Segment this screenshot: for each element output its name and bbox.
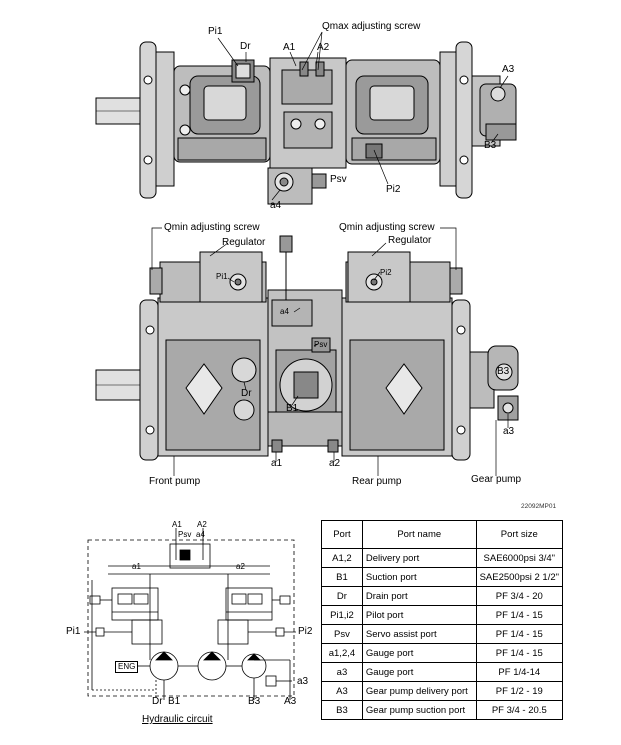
label-top-a4: a4 (270, 200, 282, 211)
label-circuit-a4: a4 (196, 530, 205, 539)
cell-port-size: PF 3/4 - 20 (475, 586, 564, 606)
cell-port-size: PF 1/4-14 (475, 662, 564, 682)
label-qmin-right: Qmin adjusting screw (339, 222, 435, 233)
figure-code: 22092MP01 (521, 503, 557, 510)
cell-port-name: Suction port (361, 567, 477, 587)
label-circuit-b3: B3 (248, 696, 261, 707)
top-view-pump (95, 41, 517, 205)
label-circuit-psv: Psv (178, 530, 192, 539)
cell-port: a3 (321, 662, 363, 682)
label-front-pi2: Pi2 (380, 268, 392, 277)
label-circuit-dr: Dr (152, 696, 163, 707)
table-row: a1,2,4 Gauge port PF 1/4 - 15 (321, 643, 564, 663)
label-circuit-pi2: Pi2 (298, 626, 313, 637)
cell-port-name: Gauge port (361, 643, 477, 663)
label-top-a1: A1 (283, 42, 296, 53)
label-circuit-b1: B1 (168, 696, 181, 707)
label-top-a3: A3 (502, 64, 515, 75)
label-regulator-right: Regulator (388, 235, 432, 246)
label-top-qmax: Qmax adjusting screw (322, 21, 421, 32)
cell-port-size: SAE6000psi 3/4" (475, 548, 564, 568)
hydraulic-circuit-schematic (84, 528, 296, 700)
label-front-pump: Front pump (149, 476, 201, 487)
cell-port-name: Pilot port (361, 605, 477, 625)
header-port-size: Port size (475, 520, 564, 549)
cell-port: Dr (321, 586, 363, 606)
label-circuit-pi1: Pi1 (66, 626, 81, 637)
label-circuit-eng: ENG (115, 661, 139, 673)
table-row: B1 Suction port SAE2500psi 2 1/2" (321, 567, 564, 587)
table-row: A3 Gear pump delivery port PF 1/2 - 19 (321, 681, 564, 701)
cell-port-name: Servo assist port (361, 624, 477, 644)
label-circuit-a1: A1 (172, 520, 182, 529)
cell-port-size: PF 1/4 - 15 (475, 605, 564, 625)
header-port: Port (321, 520, 363, 549)
cell-port: Psv (321, 624, 363, 644)
cell-port: Pi1,i2 (321, 605, 363, 625)
cell-port-name: Gear pump suction port (361, 700, 477, 720)
table-row: B3 Gear pump suction port PF 3/4 - 20.5 (321, 700, 564, 720)
cell-port-name: Gear pump delivery port (361, 681, 477, 701)
table-row: A1,2 Delivery port SAE6000psi 3/4" (321, 548, 564, 568)
label-qmin-left: Qmin adjusting screw (164, 222, 260, 233)
cell-port-name: Drain port (361, 586, 477, 606)
cell-port-size: PF 1/2 - 19 (475, 681, 564, 701)
label-gear-pump: Gear pump (471, 474, 522, 485)
label-top-a2: A2 (317, 42, 330, 53)
port-table: Port Port name Port size A1,2 Delivery p… (321, 520, 564, 720)
label-front-a3: a3 (503, 426, 515, 437)
label-circuit-a2-small: a2 (236, 562, 245, 571)
table-row: Dr Drain port PF 3/4 - 20 (321, 586, 564, 606)
front-view-leaders (151, 227, 509, 476)
header-port-name: Port name (361, 520, 477, 549)
cell-port-size: PF 1/4 - 15 (475, 643, 564, 663)
label-front-dr: Dr (241, 388, 252, 399)
cell-port: A1,2 (321, 548, 363, 568)
label-regulator-left: Regulator (222, 237, 266, 248)
cell-port-name: Gauge port (361, 662, 477, 682)
label-rear-pump: Rear pump (352, 476, 402, 487)
label-front-psv: Psv (314, 340, 328, 349)
label-top-pi2: Pi2 (386, 184, 401, 195)
label-top-psv: Psv (330, 174, 347, 185)
cell-port-size: PF 3/4 - 20.5 (475, 700, 564, 720)
label-front-a4: a4 (280, 307, 289, 316)
label-front-a1: a1 (271, 458, 283, 469)
cell-port: a1,2,4 (321, 643, 363, 663)
cell-port: B3 (321, 700, 363, 720)
label-circuit-a3-cap: A3 (284, 696, 297, 707)
table-header-row: Port Port name Port size (321, 520, 564, 549)
label-circuit-a1-small: a1 (132, 562, 141, 571)
label-circuit-a2: A2 (197, 520, 207, 529)
table-row: Psv Servo assist port PF 1/4 - 15 (321, 624, 564, 644)
label-front-pi1: Pi1 (216, 272, 228, 281)
circuit-title: Hydraulic circuit (142, 714, 213, 725)
cell-port-size: PF 1/4 - 15 (475, 624, 564, 644)
top-view-leaders (217, 31, 509, 201)
table-row: a3 Gauge port PF 1/4-14 (321, 662, 564, 682)
label-top-pi1: Pi1 (208, 26, 223, 37)
label-front-b3: B3 (497, 366, 510, 377)
cell-port-size: SAE2500psi 2 1/2" (475, 567, 564, 587)
label-circuit-a3-small: a3 (297, 676, 309, 687)
cell-port-name: Delivery port (361, 548, 477, 568)
cell-port: B1 (321, 567, 363, 587)
label-front-a2: a2 (329, 458, 341, 469)
table-row: Pi1,i2 Pilot port PF 1/4 - 15 (321, 605, 564, 625)
front-view-pump (95, 235, 519, 461)
label-top-dr: Dr (240, 41, 251, 52)
label-front-b1: B1 (286, 403, 299, 414)
label-top-b3: B3 (484, 140, 497, 151)
cell-port: A3 (321, 681, 363, 701)
